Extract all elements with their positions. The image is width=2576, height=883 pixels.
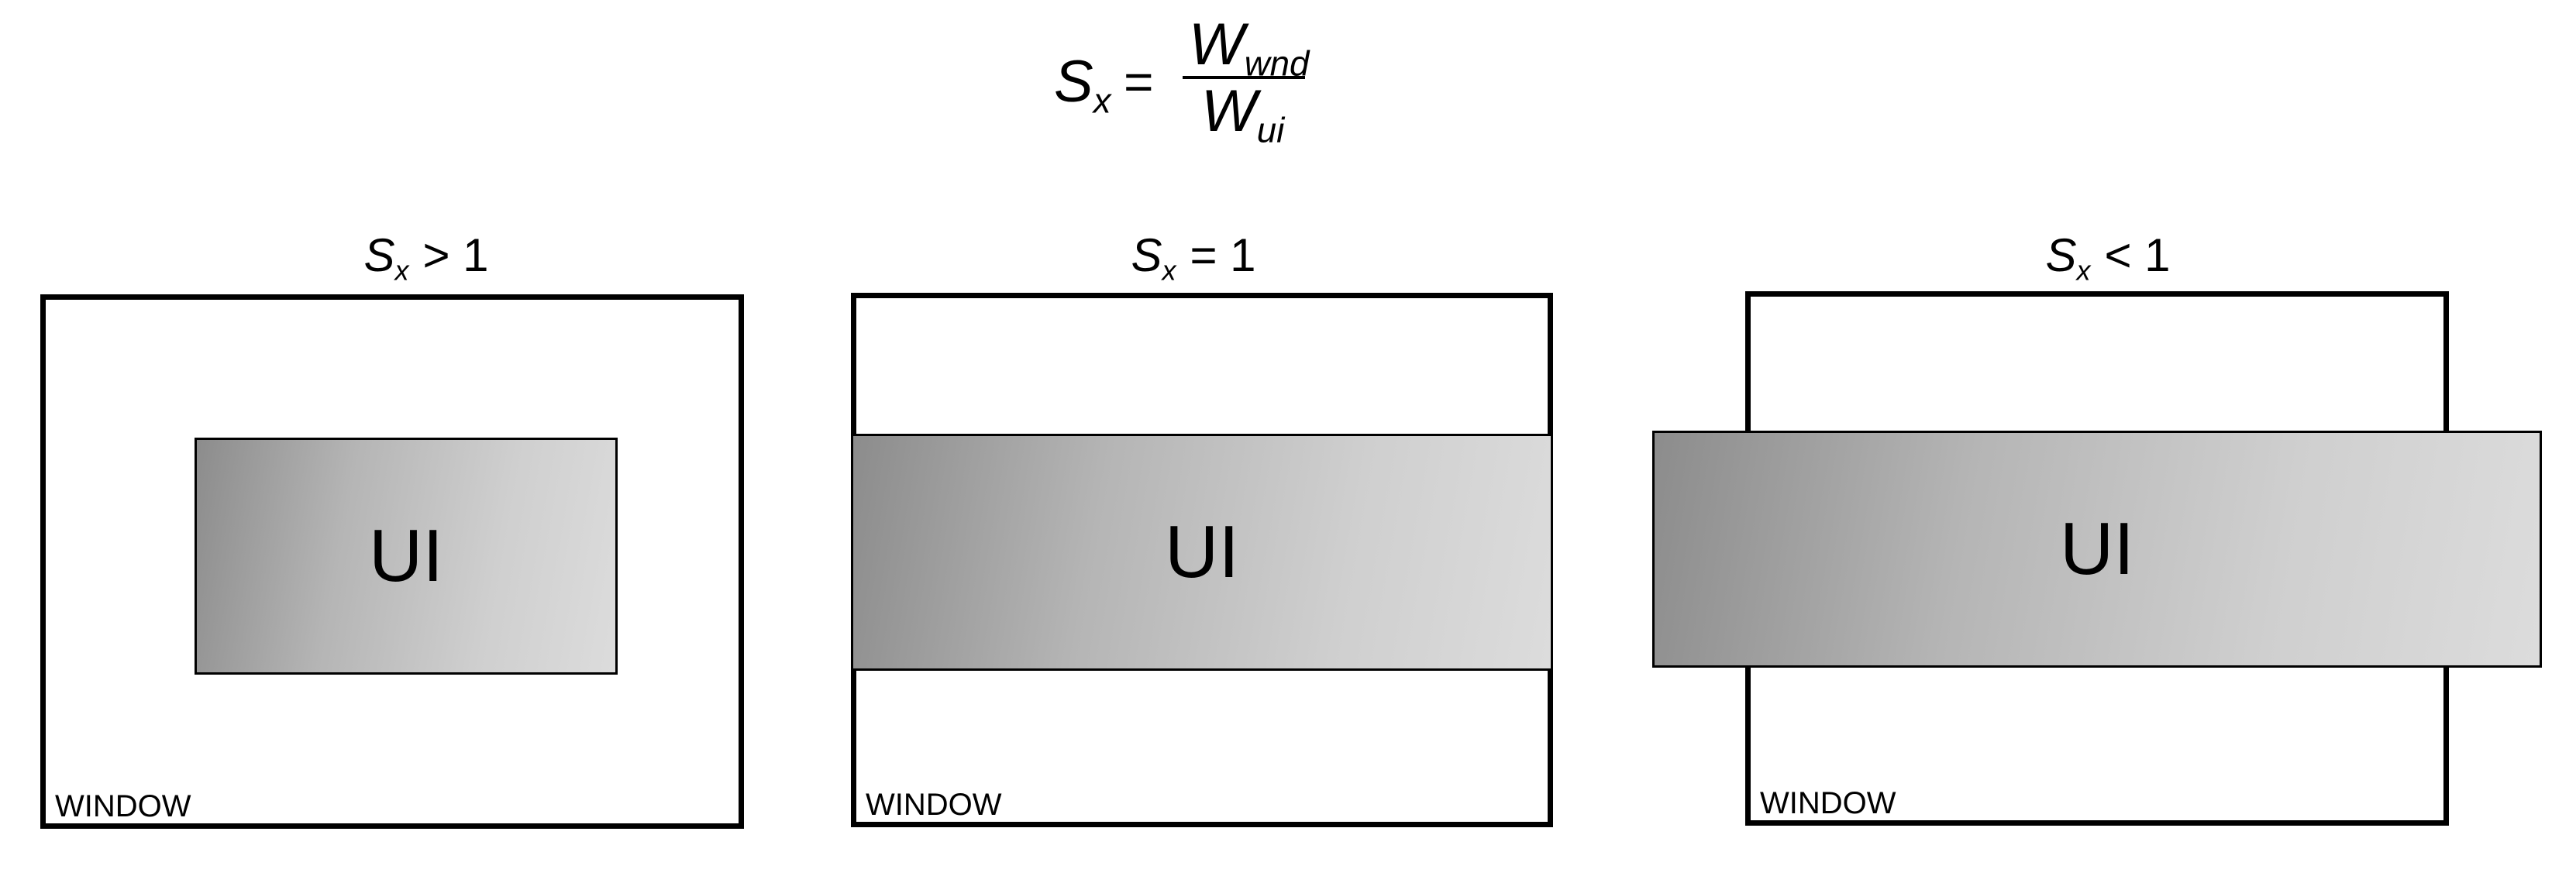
ui-label: UI <box>369 514 443 597</box>
ui-label: UI <box>2060 507 2134 590</box>
formula-numerator: Wwnd <box>1189 15 1309 81</box>
formula-lhs-base: S <box>1054 49 1093 115</box>
caption-subscript: x <box>394 254 409 287</box>
panel-caption-greater: Sx > 1 <box>310 225 542 287</box>
scale-formula: Sx = Wwnd Wui <box>1054 15 1317 151</box>
ui-label: UI <box>1165 510 1239 593</box>
caption-subscript: x <box>1162 254 1176 287</box>
panel-caption-less: Sx < 1 <box>1992 225 2224 287</box>
panel-caption-equal: Sx = 1 <box>1077 225 1310 287</box>
formula-denominator: Wui <box>1201 82 1284 148</box>
caption-base: S <box>363 229 395 281</box>
window-label: WINDOW <box>866 788 1002 822</box>
formula-fraction-bar <box>1183 76 1305 79</box>
ui-box: UI <box>1652 431 2542 668</box>
formula-equals-sign: = <box>1124 53 1154 110</box>
formula-denominator-base: W <box>1201 78 1257 144</box>
formula-lhs-subscript: x <box>1093 81 1111 121</box>
window-label: WINDOW <box>1760 786 1896 820</box>
formula-denominator-subscript: ui <box>1256 110 1285 150</box>
ui-box: UI <box>851 434 1553 671</box>
caption-base: S <box>2045 229 2077 281</box>
window-frame-greater: UI WINDOW <box>40 294 744 829</box>
caption-base: S <box>1131 229 1162 281</box>
formula-lhs: Sx <box>1054 53 1111 119</box>
caption-relation: > 1 <box>422 229 489 281</box>
caption-relation: < 1 <box>2104 229 2171 281</box>
caption-subscript: x <box>2076 254 2091 287</box>
formula-numerator-subscript: wnd <box>1244 43 1310 84</box>
caption-relation: = 1 <box>1190 229 1256 281</box>
formula-numerator-base: W <box>1189 12 1245 77</box>
window-label: WINDOW <box>55 789 191 823</box>
ui-box: UI <box>195 438 618 675</box>
